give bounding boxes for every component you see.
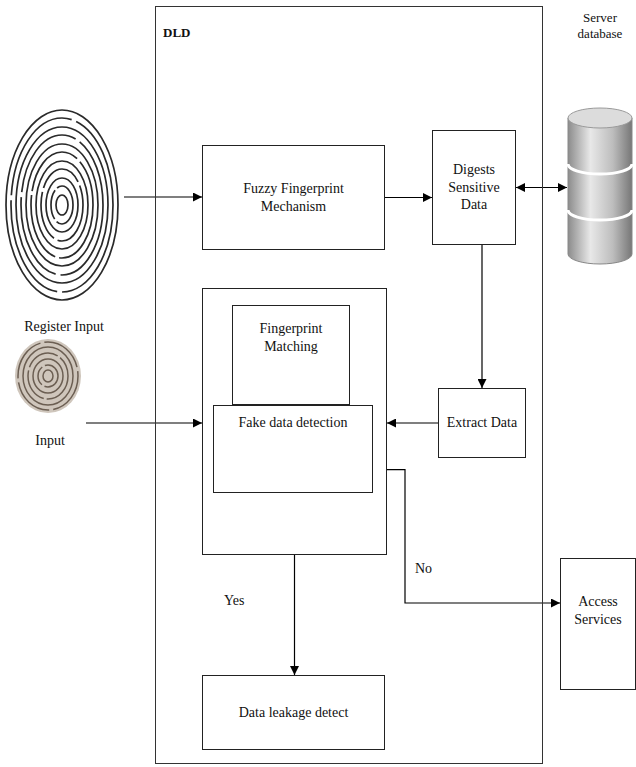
result-box: Data leakage detect	[202, 675, 385, 750]
fingerprint-ridge	[28, 353, 68, 399]
fingerprint-ridge	[41, 169, 83, 241]
system-boundary: DLD Fuzzy Fingerprint Mechanism Digests Se…	[155, 6, 543, 764]
database-cylinder-shape	[567, 106, 633, 266]
fingerprint-ridge	[33, 359, 63, 393]
fingerprint-illustration	[6, 110, 118, 300]
fingerprint-ridge	[21, 135, 103, 275]
fingerprint-ridge	[43, 370, 53, 382]
input-label: Register Input	[0, 318, 128, 336]
process-box: Digests Sensitive Data	[432, 130, 516, 245]
flow-arrow	[387, 470, 560, 603]
box-label: Access Services	[565, 593, 631, 628]
fingerprint-ridge	[16, 127, 108, 283]
boundary-title: DLD	[163, 25, 190, 41]
fingerprint-ridge	[18, 342, 78, 410]
fingerprint-ridge	[56, 195, 68, 215]
fingerprint-ridge	[23, 347, 73, 405]
input-arrow	[124, 196, 202, 197]
inner-process-box: Fake data detection	[213, 405, 373, 493]
box-label: Extract Data	[447, 414, 517, 432]
fingerprint-ridge	[26, 144, 98, 266]
matching-group: Fingerprint MatchingFake data detection	[202, 288, 387, 555]
terminal-box: Access Services	[560, 558, 636, 690]
edge-label: No	[413, 560, 434, 578]
box-label: Data leakage detect	[239, 704, 349, 722]
inner-process-box: Fingerprint Matching	[232, 305, 350, 405]
database-body	[568, 118, 632, 264]
box-label: Digests Sensitive Data	[438, 161, 510, 214]
fingerprint-input-illustration	[15, 339, 81, 413]
database-label: Server database	[569, 10, 631, 43]
fingerprint-ridge	[46, 178, 78, 232]
fingerprint-ridge	[6, 110, 118, 300]
fingerprint-ridge	[51, 186, 73, 224]
input-arrow	[86, 422, 202, 423]
box-label: Fingerprint Matching	[246, 320, 336, 355]
flow-arrow	[387, 422, 438, 423]
flow-arrow	[294, 555, 295, 675]
process-box: Extract Data	[438, 388, 526, 458]
database-top	[568, 108, 632, 128]
fingerprint-ridge	[11, 118, 113, 292]
database-band	[568, 164, 632, 174]
database-cylinder: Server database	[567, 6, 633, 268]
fingerprint-ridge	[38, 365, 58, 387]
input-label: Input	[8, 432, 92, 450]
fingerprint-pad	[15, 339, 81, 413]
flow-arrow	[481, 245, 482, 388]
edge-label: Yes	[222, 592, 246, 610]
database-band	[568, 210, 632, 220]
fingerprint-ridge	[31, 152, 93, 258]
box-label: Fake data detection	[223, 414, 363, 432]
flow-arrow	[516, 187, 567, 188]
flow-arrow	[385, 197, 432, 198]
box-label: Fuzzy Fingerprint Mechanism	[231, 180, 356, 215]
fingerprint-ridge	[36, 161, 88, 249]
process-box: Fuzzy Fingerprint Mechanism	[202, 145, 385, 250]
